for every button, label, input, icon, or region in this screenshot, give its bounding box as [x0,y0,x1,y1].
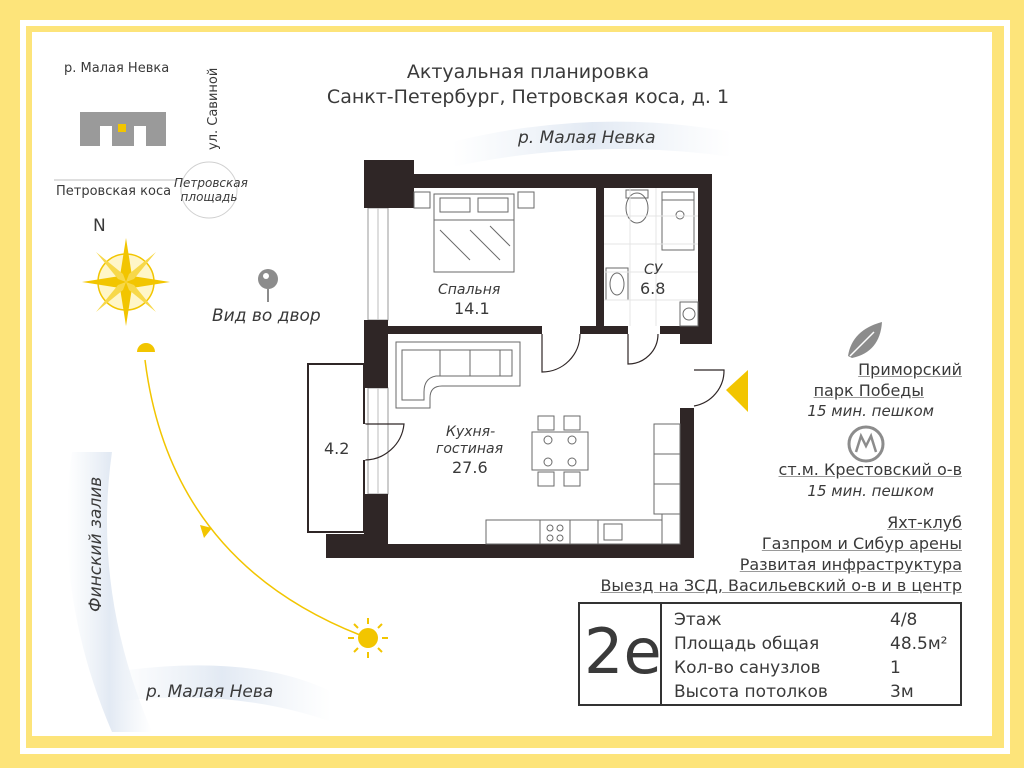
info-label-bathrooms: Кол-во санузлов [674,658,821,678]
wall-right-top [698,174,712,334]
poi-metro: ст.м. Крестовский о-в [778,460,962,479]
map-spit-label: Петровская коса [56,184,172,199]
square-circle [180,161,238,219]
plan-panel [32,32,992,736]
kitchen-counters [485,423,681,545]
sofa-icon [395,341,521,409]
balcony-outline [307,363,365,533]
entrance-arrow-icon [726,370,748,412]
compass-rose-icon [82,238,170,326]
background-washes [67,121,732,732]
poi-metro-time: 15 мин. пешком [807,482,934,500]
metro-icon [847,425,885,463]
river-wash-top [452,121,732,167]
frame-border [20,20,1010,754]
apartment-type: 2е [584,615,662,688]
poi-arena: Газпром и Сибур арены [761,534,962,553]
room-kitchen-area: 27.6 [452,458,488,477]
door-balcony [363,423,405,461]
door-bedroom [541,333,581,373]
plan-river-label: р. Малая Невка [518,128,656,148]
river-wash-bottom [112,665,332,722]
room-bathroom-area: 6.8 [640,279,666,298]
info-value-floor: 4/8 [890,610,918,630]
bathroom-fixtures [604,188,699,327]
room-kitchen-name-1: Кухня- [446,424,496,440]
poi-infra: Развитая инфраструктура [739,555,962,574]
wall-left-low [364,494,388,534]
poi-park-time: 15 мин. пешком [807,402,934,420]
poi-exit: Выезд на ЗСД, Васильевский о-в и в центр [600,576,962,595]
room-bathroom-name: СУ [644,262,663,278]
info-value-bathrooms: 1 [890,658,901,678]
page-title-line1: Актуальная планировка [406,61,650,83]
sun-icon [348,618,388,658]
info-divider [660,602,662,706]
leaf-icon [848,322,882,358]
door-bathroom [627,333,659,365]
room-kitchen-name-2: гостиная [436,441,504,457]
door-entrance [693,369,725,407]
wall-right-low [680,408,694,558]
wall-bottom [364,544,682,558]
info-table [578,602,962,706]
poi-park-line2: парк Победы [813,381,924,400]
info-value-ceiling: 3м [890,682,914,702]
dining-table-icon [531,415,589,487]
page-title-line2: Санкт-Петербург, Петровская коса, д. 1 [326,86,730,108]
info-label-ceiling: Высота потолков [674,682,828,702]
room-balcony-area: 4.2 [324,439,350,458]
room-bedroom-name: Спальня [438,282,501,298]
bed-icon [413,191,535,273]
wall-bath-left [596,188,604,334]
location-pin-icon [258,269,278,302]
room-bedroom-area: 14.1 [454,299,490,318]
poi-yacht: Яхт-клуб [887,513,962,532]
view-label: Вид во двор [212,306,321,326]
wall-top [414,174,712,188]
gulf-wash [67,452,152,732]
wall-left-mid [364,320,388,388]
map-river-top-label: р. Малая Невка [64,61,170,76]
compass-north-label: N [93,216,106,236]
gulf-label: Финский залив [86,476,106,612]
river-bottom-label: р. Малая Нева [146,682,274,702]
building-block-icon [80,112,166,146]
map-square-label: Петровская площадь [174,176,248,204]
info-value-area: 48.5м² [890,634,948,654]
floor-plan [307,160,748,558]
info-label-area: Площадь общая [674,634,820,654]
sunset-icon [137,343,155,352]
sun-path-arrow [200,525,212,538]
map-street-label: ул. Савиной [206,67,221,150]
poi-park-line1: Приморский [858,360,962,379]
info-label-floor: Этаж [674,610,722,630]
wall-bedroom-bottom [388,326,542,334]
